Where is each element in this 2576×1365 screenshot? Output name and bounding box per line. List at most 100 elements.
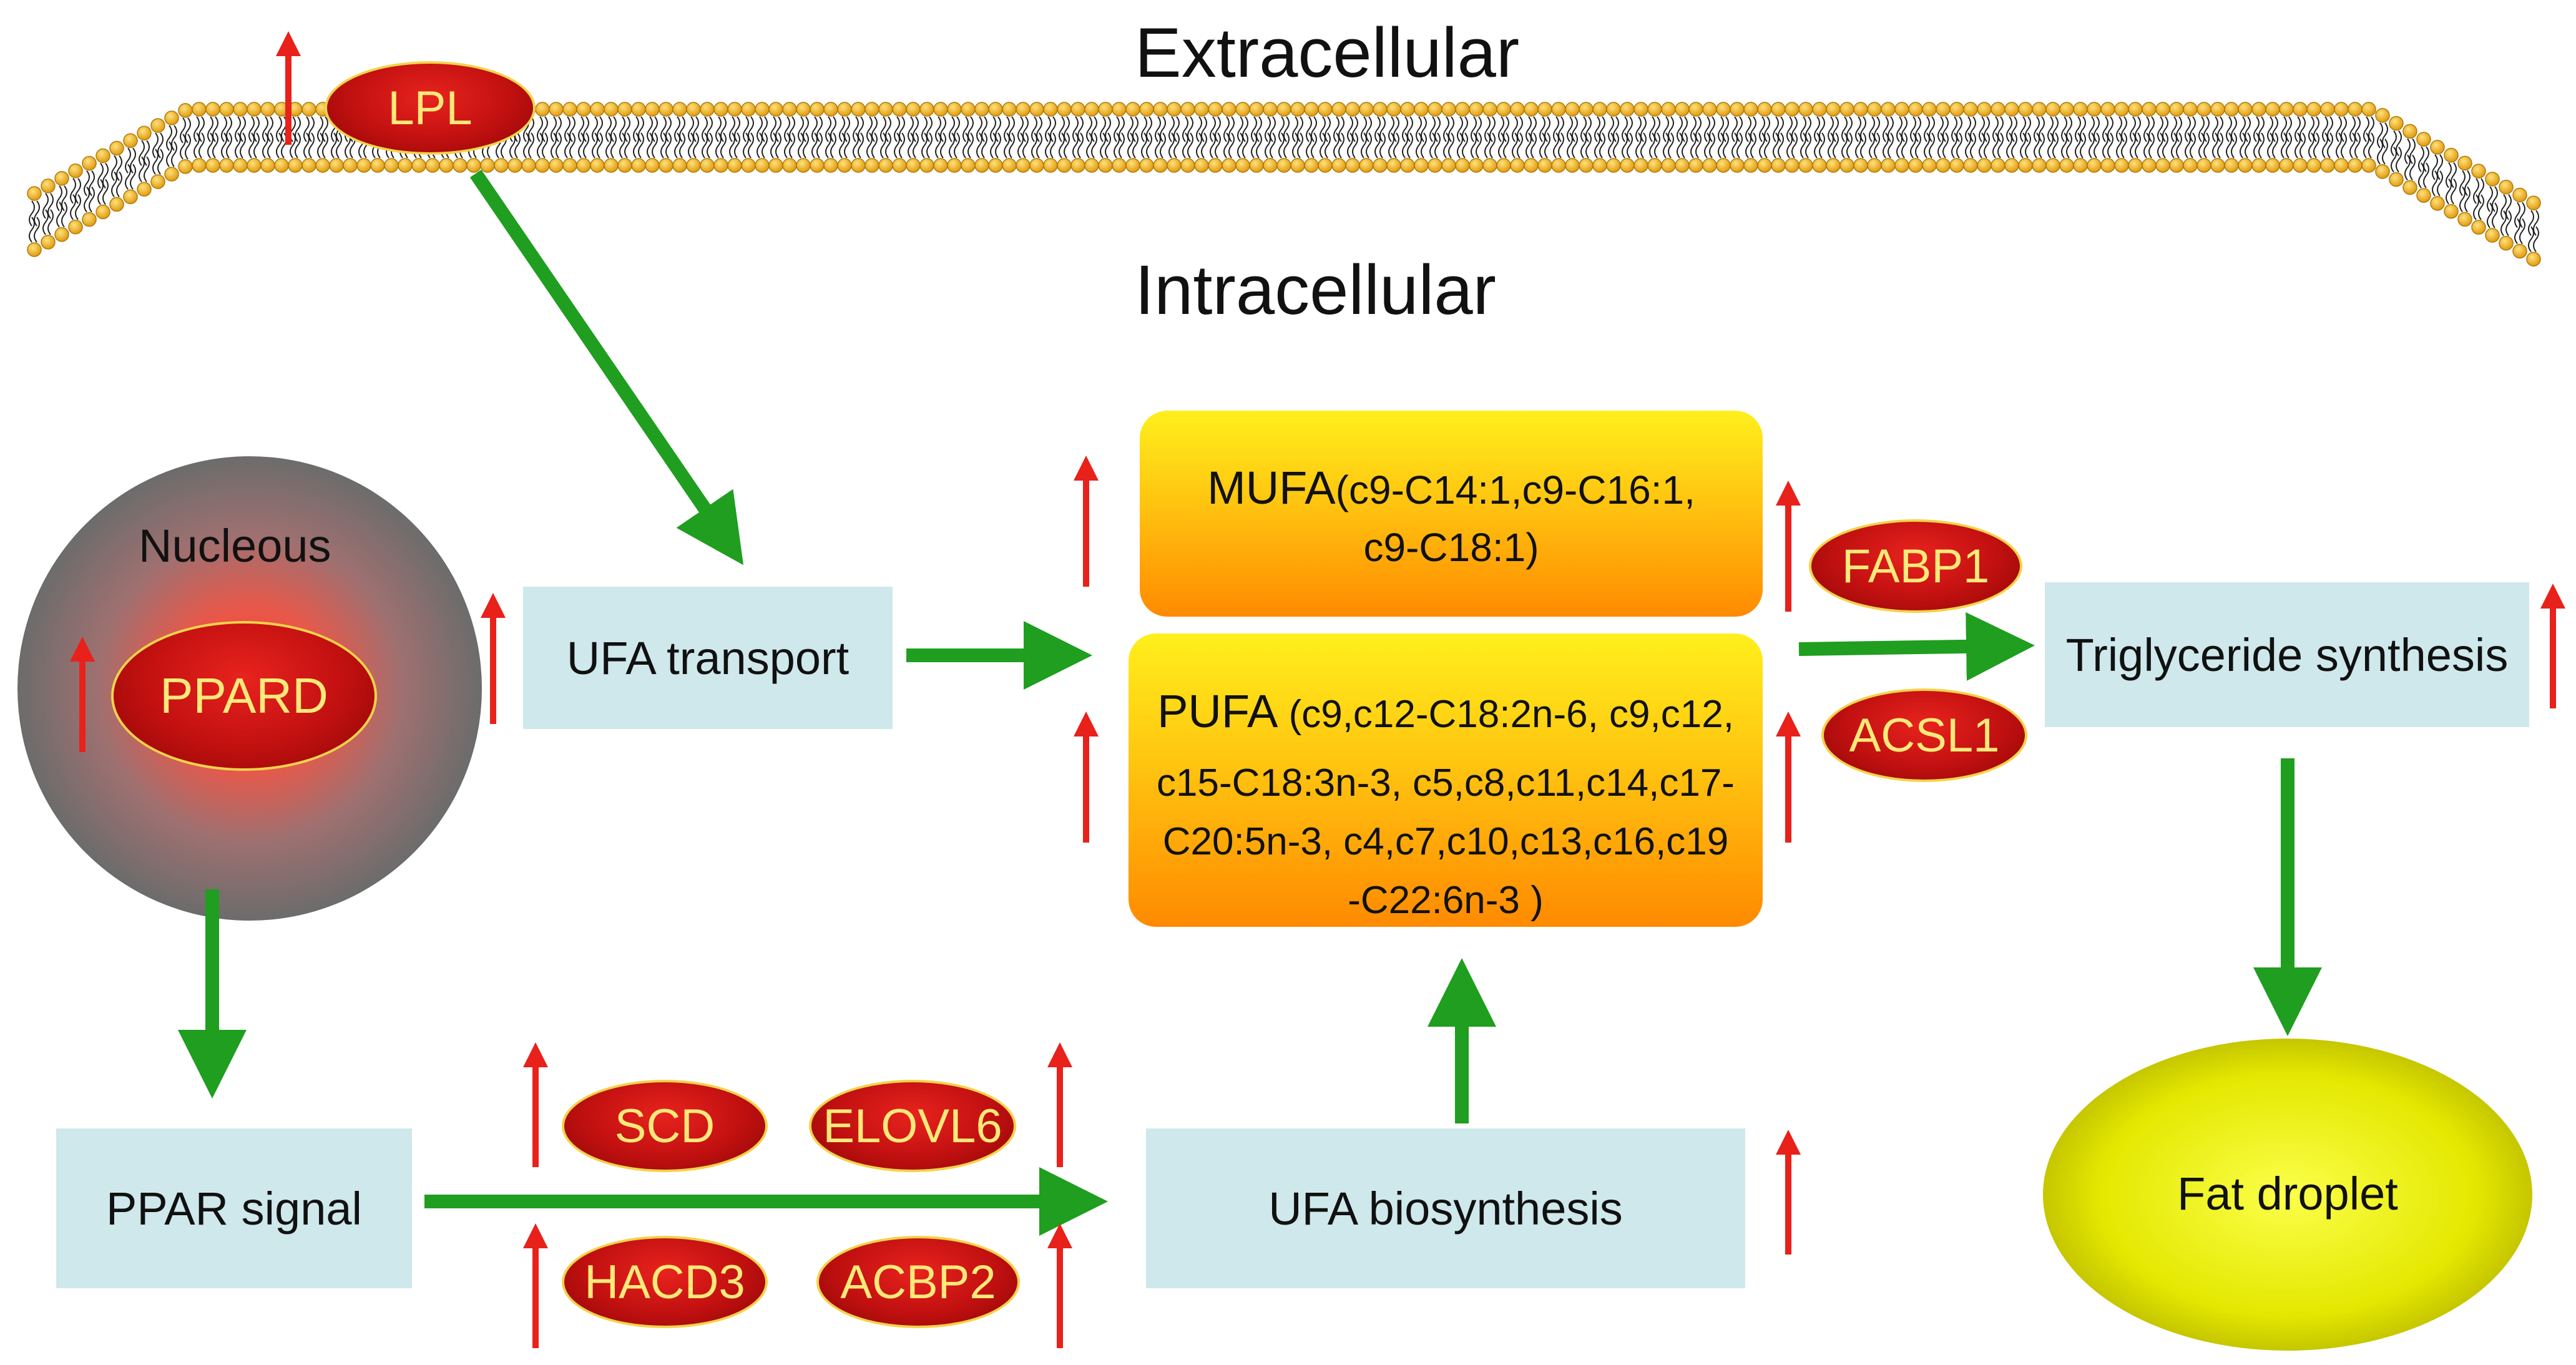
lipid-head bbox=[27, 242, 42, 257]
lipid-head bbox=[1565, 158, 1580, 173]
lipid-head bbox=[2238, 158, 2253, 173]
lipid-head bbox=[1043, 158, 1058, 173]
lipid-head bbox=[2485, 228, 2500, 243]
lipid-head bbox=[1826, 158, 1841, 173]
lipid-head bbox=[2389, 172, 2404, 187]
elovl6-gene: ELOVL6 bbox=[809, 1080, 1016, 1172]
lipid-head bbox=[1469, 102, 1484, 117]
lipid-head bbox=[727, 102, 742, 117]
lipid-head bbox=[343, 158, 358, 173]
lipid-head bbox=[41, 235, 56, 250]
lipid-head bbox=[1304, 158, 1319, 173]
lipid-head bbox=[1565, 102, 1580, 117]
lipid-head bbox=[2251, 102, 2266, 117]
lipid-head bbox=[796, 158, 811, 173]
lipid-head bbox=[1510, 102, 1525, 117]
lipid-head bbox=[1016, 158, 1031, 173]
lipid-head bbox=[1318, 102, 1333, 117]
lipid-head bbox=[1414, 158, 1429, 173]
lipid-head bbox=[315, 158, 330, 173]
lipid-head bbox=[1153, 158, 1168, 173]
lipid-head bbox=[1359, 102, 1374, 117]
lipid-head bbox=[919, 102, 934, 117]
lipid-tails bbox=[29, 116, 2539, 252]
lipid-head bbox=[54, 171, 69, 186]
lipid-head bbox=[1263, 102, 1278, 117]
lipid-head bbox=[631, 102, 646, 117]
lipid-head bbox=[562, 158, 577, 173]
lipid-head bbox=[782, 158, 797, 173]
lipid-head bbox=[1894, 102, 1909, 117]
lipid-head bbox=[2142, 102, 2157, 117]
pufa-title: PUFA bbox=[1157, 685, 1278, 737]
lipid-head bbox=[961, 102, 976, 117]
lipid-head bbox=[1386, 102, 1401, 117]
lipid-head bbox=[590, 158, 605, 173]
lipid-head bbox=[576, 102, 591, 117]
lipid-head bbox=[2293, 158, 2308, 173]
lipid-head bbox=[150, 174, 165, 189]
lipid-head bbox=[480, 158, 495, 173]
lipid-head bbox=[1276, 102, 1291, 117]
lipid-head bbox=[1922, 102, 1937, 117]
lipid-head bbox=[2499, 179, 2514, 195]
lipid-head bbox=[2306, 102, 2321, 117]
lipid-head bbox=[2361, 158, 2376, 173]
lipid-head bbox=[178, 103, 193, 118]
lipid-head bbox=[837, 158, 852, 173]
lipid-head bbox=[1592, 102, 1607, 117]
lipid-head bbox=[1757, 102, 1772, 117]
lipid-head bbox=[878, 158, 893, 173]
lipid-head bbox=[205, 158, 220, 173]
lipid-head bbox=[1661, 158, 1676, 173]
lipid-head bbox=[1633, 102, 1648, 117]
pufa-box: PUFA (c9,c12-C18:2n-6, c9,c12, c15-C18:3… bbox=[1129, 634, 1763, 927]
ufa-biosynthesis-box: UFA biosynthesis bbox=[1146, 1128, 1745, 1288]
lipid-head bbox=[1606, 102, 1621, 117]
mufa-line-1: (c9-C14:1,c9-C16:1, bbox=[1335, 467, 1695, 512]
lipid-head bbox=[1222, 158, 1237, 173]
lipid-head bbox=[2320, 158, 2335, 173]
lipid-head bbox=[1029, 102, 1044, 117]
lipid-head bbox=[1579, 158, 1594, 173]
lipid-head bbox=[1771, 158, 1786, 173]
lipid-head bbox=[2265, 158, 2280, 173]
lipid-head bbox=[1908, 158, 1923, 173]
lipid-head bbox=[2018, 102, 2033, 117]
pufa-line-4: -C22:6n-3 ) bbox=[1348, 879, 1544, 922]
lipid-head bbox=[1826, 102, 1841, 117]
lipid-head bbox=[384, 158, 399, 173]
lipid-head bbox=[2251, 158, 2266, 173]
lipid-head bbox=[247, 102, 262, 117]
lipid-head bbox=[1249, 158, 1264, 173]
lipid-head bbox=[1373, 158, 1388, 173]
lipid-head bbox=[1153, 102, 1168, 117]
lipid-head bbox=[2444, 203, 2459, 219]
lipid-head bbox=[123, 133, 138, 149]
lipid-head bbox=[1853, 102, 1868, 117]
lipid-head bbox=[233, 158, 248, 173]
lipid-head bbox=[260, 158, 275, 173]
lipid-head bbox=[1057, 102, 1072, 117]
lipid-head bbox=[1785, 158, 1800, 173]
lipid-head bbox=[2045, 102, 2060, 117]
lipid-head bbox=[2402, 180, 2417, 195]
lipid-head bbox=[1180, 102, 1195, 117]
lipid-head bbox=[2526, 195, 2541, 210]
lipid-head bbox=[974, 158, 989, 173]
lipid-head bbox=[137, 182, 152, 197]
lipid-head bbox=[95, 148, 110, 164]
pufa-line-2: c15-C18:3n-3, c5,c8,c11,c14,c17- bbox=[1157, 761, 1735, 805]
lipid-head bbox=[2444, 147, 2459, 163]
lipid-head bbox=[2073, 102, 2088, 117]
lipid-head bbox=[851, 158, 866, 173]
lipid-head bbox=[906, 158, 921, 173]
lipid-head bbox=[2499, 235, 2514, 251]
lipid-head bbox=[1524, 102, 1539, 117]
lipid-head bbox=[1359, 158, 1374, 173]
lipid-head bbox=[1318, 158, 1333, 173]
lipid-head bbox=[659, 158, 673, 173]
lipid-head bbox=[2361, 102, 2376, 117]
lipid-head bbox=[494, 158, 509, 173]
lipid-head bbox=[823, 102, 838, 117]
